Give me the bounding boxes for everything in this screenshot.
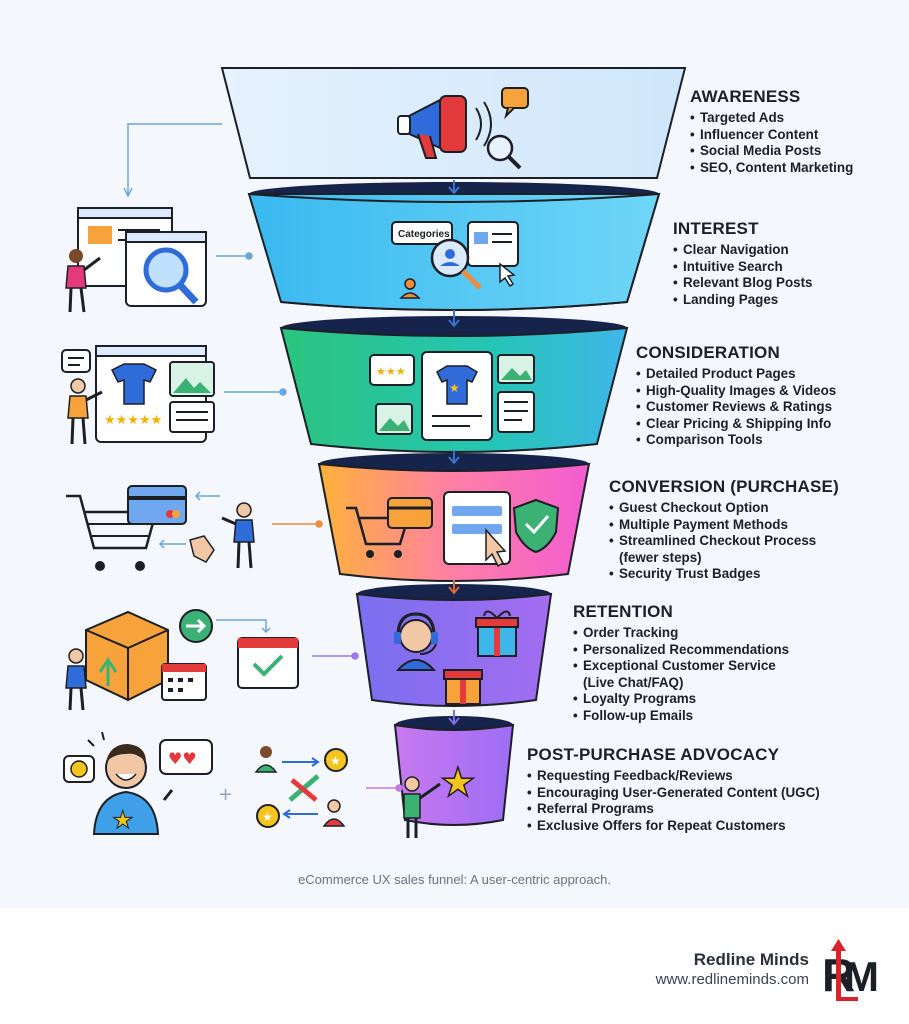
svg-text:★: ★ — [330, 754, 341, 768]
stage-title: CONSIDERATION — [636, 343, 780, 362]
gift-icon — [443, 610, 519, 705]
list-item: •Customer Reviews & Ratings — [636, 399, 833, 414]
list-item: •SEO, Content Marketing — [690, 159, 854, 175]
figure-caption: eCommerce UX sales funnel: A user-centri… — [298, 872, 611, 887]
brand-logo: R M — [822, 939, 879, 1001]
stage-consideration: CONSIDERATION •Detailed Product Pages •H… — [636, 343, 836, 449]
support-headset-icon — [394, 612, 438, 671]
list-item: •Multiple Payment Methods — [609, 516, 788, 532]
checkout-icon — [346, 491, 560, 568]
list-item: •Intuitive Search — [673, 258, 783, 274]
stage-title: RETENTION — [573, 602, 674, 621]
package-tracking-illustration — [65, 609, 299, 711]
list-item: •Targeted Ads — [690, 110, 785, 125]
svg-text:M: M — [844, 953, 879, 1000]
list-item: •High-Quality Images & Videos — [636, 382, 837, 398]
list-item: •Streamlined Checkout Process — [609, 533, 817, 548]
stage-title: AWARENESS — [690, 87, 801, 106]
star-person-icon: ★ — [403, 759, 477, 838]
connector-lines — [123, 123, 403, 792]
list-item: •Social Media Posts — [690, 143, 822, 158]
list-item-continuation: (Live Chat/FAQ) — [583, 674, 684, 690]
categories-label: Categories — [398, 229, 450, 240]
stage-title: POST-PURCHASE ADVOCACY — [527, 745, 780, 764]
chat-bubble-icon — [501, 87, 529, 120]
stage-title: INTEREST — [673, 219, 759, 238]
list-item: •Exceptional Customer Service — [573, 658, 776, 673]
list-item: •Exclusive Offers for Repeat Customers — [527, 817, 786, 833]
brand-url: www.redlineminds.com — [655, 971, 809, 988]
list-item: •Clear Pricing & Shipping Info — [636, 415, 832, 431]
list-item: •Referral Programs — [527, 801, 654, 816]
stage-retention: RETENTION •Order Tracking •Personalized … — [573, 602, 789, 724]
search-icon — [486, 134, 522, 170]
svg-text:★★★★★: ★★★★★ — [104, 413, 162, 428]
funnel-segment-consideration — [279, 316, 629, 453]
stage-awareness: AWARENESS •Targeted Ads •Influencer Cont… — [690, 87, 853, 176]
browser-search-illustration — [65, 207, 207, 313]
stage-advocacy: POST-PURCHASE ADVOCACY •Requesting Feedb… — [527, 745, 820, 834]
funnel-illustration: Categories ★★★ ★ — [61, 67, 687, 838]
megaphone-icon — [397, 95, 492, 159]
svg-text:★: ★ — [262, 810, 273, 824]
list-item-continuation: (fewer steps) — [619, 549, 702, 565]
product-page-icon: ★★★ ★ — [369, 351, 535, 441]
stage-title: CONVERSION (PURCHASE) — [609, 477, 839, 496]
list-item: •Personalized Recommendations — [573, 641, 790, 657]
list-item: •Follow-up Emails — [573, 707, 694, 723]
list-item: •Guest Checkout Option — [609, 500, 769, 515]
svg-text:★★★: ★★★ — [376, 365, 406, 378]
list-item: •Landing Pages — [673, 291, 779, 307]
product-review-illustration: ★★★★★ — [61, 345, 215, 445]
list-item: •Clear Navigation — [673, 242, 789, 257]
funnel-segment-advocacy — [393, 716, 515, 826]
stage-interest: INTEREST •Clear Navigation •Intuitive Se… — [673, 219, 812, 308]
svg-text:♥♥: ♥♥ — [168, 749, 197, 768]
list-item: •Requesting Feedback/Reviews — [527, 768, 733, 783]
stage-items: •Guest Checkout Option •Multiple Payment… — [609, 500, 839, 583]
stage-items: •Detailed Product Pages •High-Quality Im… — [636, 366, 836, 449]
svg-text:★: ★ — [112, 806, 134, 834]
stage-items: •Targeted Ads •Influencer Content •Socia… — [690, 110, 853, 176]
list-item: •Order Tracking — [573, 625, 679, 640]
categories-window-icon: Categories — [391, 221, 519, 299]
brand-name: Redline Minds — [693, 950, 809, 969]
list-item: •Relevant Blog Posts — [673, 275, 813, 290]
cart-payment-illustration — [66, 485, 255, 571]
list-item: •Loyalty Programs — [573, 691, 697, 706]
list-item: •Detailed Product Pages — [636, 366, 796, 381]
stage-items: •Clear Navigation •Intuitive Search •Rel… — [673, 242, 812, 308]
stage-items: •Requesting Feedback/Reviews •Encouragin… — [527, 768, 820, 834]
stage-items: •Order Tracking •Personalized Recommenda… — [573, 625, 789, 724]
list-item: •Influencer Content — [690, 126, 819, 142]
list-item: •Encouraging User-Generated Content (UGC… — [527, 784, 820, 800]
stage-conversion: CONVERSION (PURCHASE) •Guest Checkout Op… — [609, 477, 839, 583]
svg-text:★: ★ — [449, 381, 460, 395]
funnel-arrows — [448, 180, 460, 726]
svg-text:+: + — [218, 784, 233, 805]
svg-text:★: ★ — [440, 760, 476, 806]
brand-block: Redline Minds www.redlineminds.com — [656, 950, 809, 988]
list-item: •Security Trust Badges — [609, 566, 761, 581]
list-item: •Comparison Tools — [636, 432, 763, 447]
happy-customer-illustration: ★ ♥♥ + ★ ★ — [63, 731, 348, 835]
